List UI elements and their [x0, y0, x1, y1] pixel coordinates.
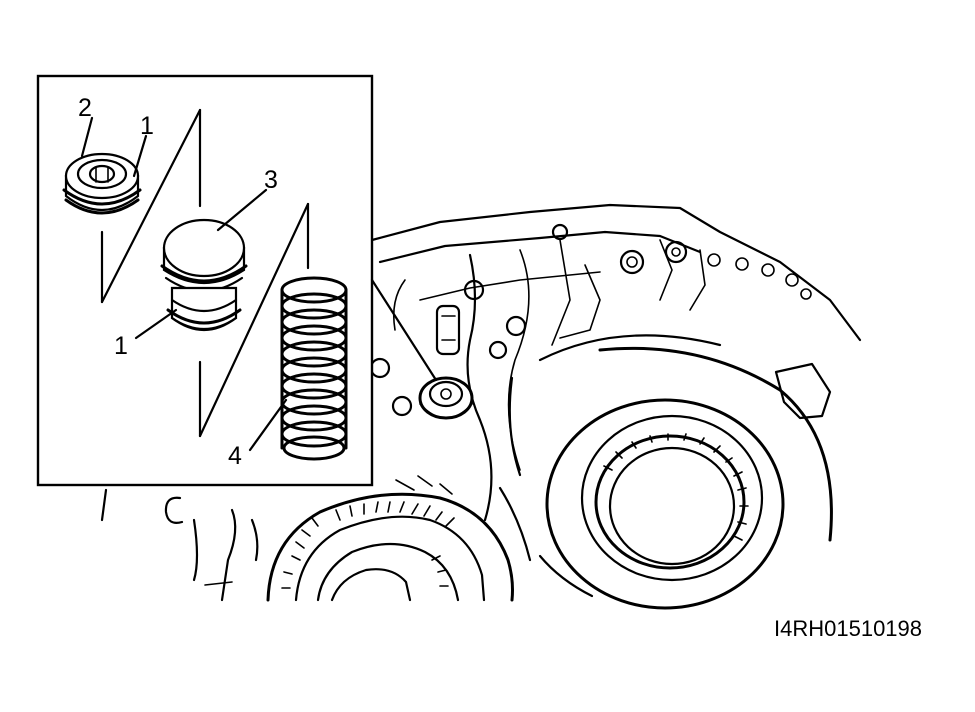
transmission-case: [100, 203, 862, 610]
spline-teeth: [603, 433, 749, 541]
callout-2: 2: [78, 94, 92, 122]
detail-inset: 2 1 3 1 4: [36, 74, 438, 487]
valve-part-3: [160, 218, 248, 331]
inset-leader-line: [370, 278, 438, 382]
callout-leaders: [80, 116, 288, 452]
spring-part-4: [280, 276, 348, 461]
callout-1-lower: 1: [114, 332, 128, 360]
plug-part-2: [62, 152, 142, 215]
callout-4: 4: [228, 442, 242, 470]
callout-3: 3: [264, 166, 278, 194]
figure-id: I4RH01510198: [774, 616, 922, 641]
alignment-lines: [100, 108, 310, 438]
callout-1-top: 1: [140, 112, 154, 140]
